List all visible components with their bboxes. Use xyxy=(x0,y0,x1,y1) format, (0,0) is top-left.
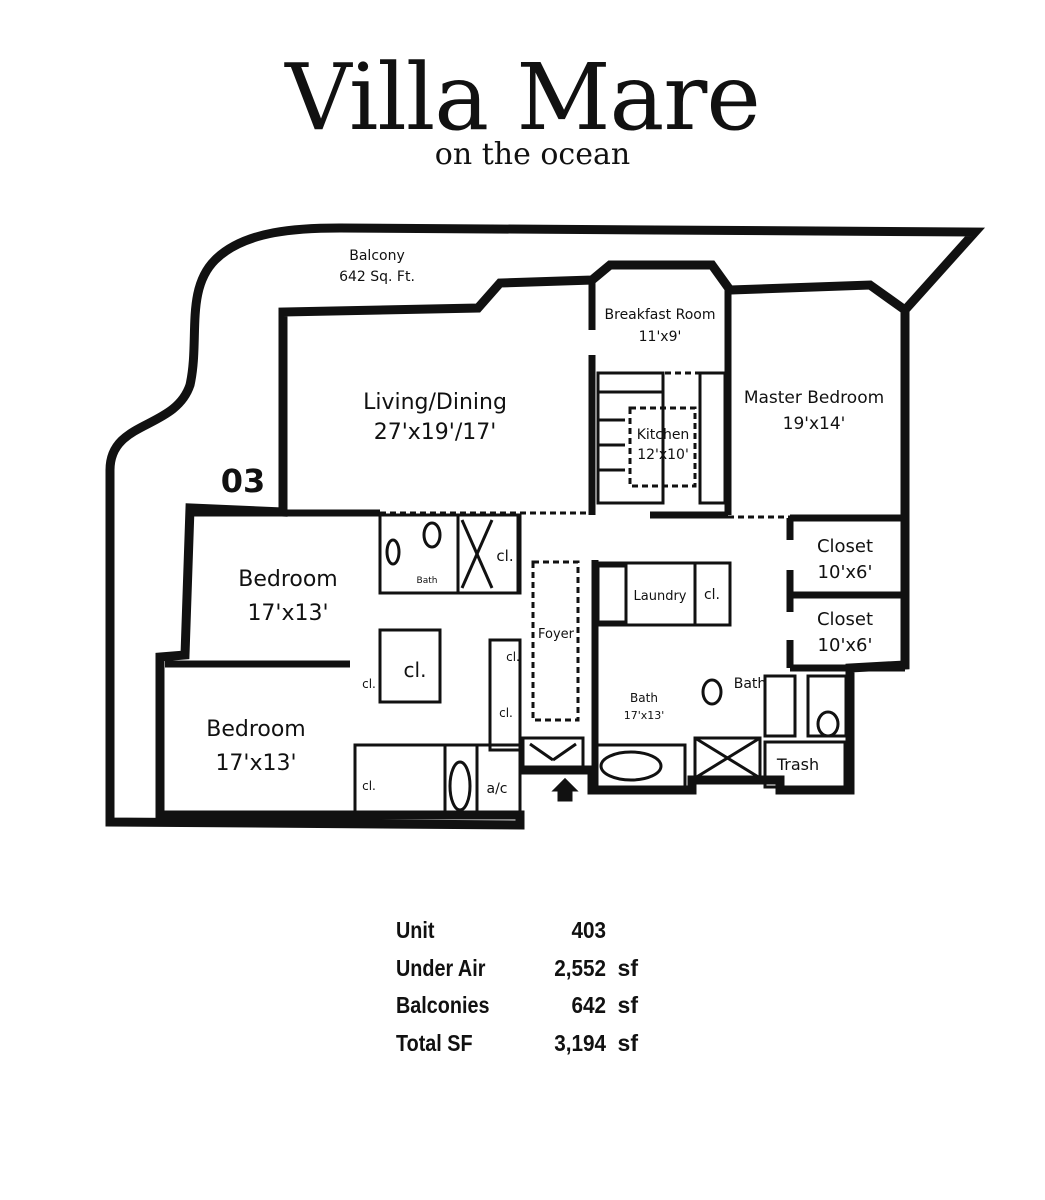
trash-label: Trash xyxy=(776,755,819,774)
summary-unit: sf xyxy=(617,992,638,1019)
summary-value: 403 xyxy=(571,917,606,944)
page-subtitle: on the ocean xyxy=(434,137,631,172)
living-dining-label: Living/Dining xyxy=(363,390,507,415)
closet-label-hall: cl. xyxy=(499,706,513,720)
detail-walls xyxy=(353,371,848,815)
right-bath-label: Bath xyxy=(734,676,767,692)
balcony-area: 642 Sq. Ft. xyxy=(339,269,415,285)
closet-label-foyer: cl. xyxy=(506,650,520,664)
living-dining-dims: 27'x19'/17' xyxy=(374,420,497,445)
bedroom-2-label: Bedroom xyxy=(206,717,306,742)
page-title: Villa Mare xyxy=(285,44,761,151)
summary-label: Total SF xyxy=(396,1029,473,1056)
summary-value: 2,552 xyxy=(554,954,606,981)
master-bedroom-label: Master Bedroom xyxy=(744,388,884,408)
summary-row: Under Air 2,552 sf xyxy=(396,950,638,988)
summary-label: Under Air xyxy=(396,954,486,981)
unit-marker: 03 xyxy=(221,462,266,500)
closet-label-bath: cl. xyxy=(496,547,513,565)
closet-label-bottom: cl. xyxy=(362,779,376,793)
foyer-label: Foyer xyxy=(538,627,575,642)
master-bedroom-dims: 19'x14' xyxy=(783,414,846,434)
balcony-label: Balcony xyxy=(349,248,405,264)
summary-label: Balconies xyxy=(396,992,490,1019)
summary-value: 3,194 xyxy=(554,1029,606,1056)
dashed-lines xyxy=(380,371,790,722)
breakfast-room-dims: 11'x9' xyxy=(639,329,682,345)
small-bath-label: Bath xyxy=(417,576,438,586)
bedroom-1-label: Bedroom xyxy=(238,567,338,592)
laundry-label: Laundry xyxy=(634,589,687,604)
ac-label: a/c xyxy=(487,781,508,797)
kitchen-label: Kitchen xyxy=(637,427,690,443)
closet-2-dims: 10'x6' xyxy=(818,635,873,656)
summary-row: Unit 403 xyxy=(396,912,638,950)
closet-1-dims: 10'x6' xyxy=(818,562,873,583)
summary-row: Total SF 3,194 sf xyxy=(396,1025,638,1063)
closet-1-label: Closet xyxy=(817,536,873,557)
kitchen-dims: 12'x10' xyxy=(637,447,689,463)
closet-label-left: cl. xyxy=(362,677,376,691)
closet-2-label: Closet xyxy=(817,609,873,630)
unit-summary-table: Unit 403 Under Air 2,552 sf Balconies 64… xyxy=(396,912,638,1062)
bedroom-2-dims: 17'x13' xyxy=(215,751,296,776)
summary-label: Unit xyxy=(396,917,435,944)
breakfast-room-label: Breakfast Room xyxy=(605,307,716,323)
closet-label-laundry: cl. xyxy=(704,587,720,603)
balcony-outline xyxy=(105,223,986,830)
summary-unit: sf xyxy=(617,1029,638,1056)
master-bath-label: Bath xyxy=(630,691,658,705)
summary-value: 642 xyxy=(571,992,606,1019)
closet-label-center: cl. xyxy=(404,658,427,682)
summary-row: Balconies 642 sf xyxy=(396,987,638,1025)
bedroom-1-dims: 17'x13' xyxy=(247,601,328,626)
summary-unit: sf xyxy=(617,954,638,981)
master-bath-dims: 17'x13' xyxy=(624,709,665,722)
